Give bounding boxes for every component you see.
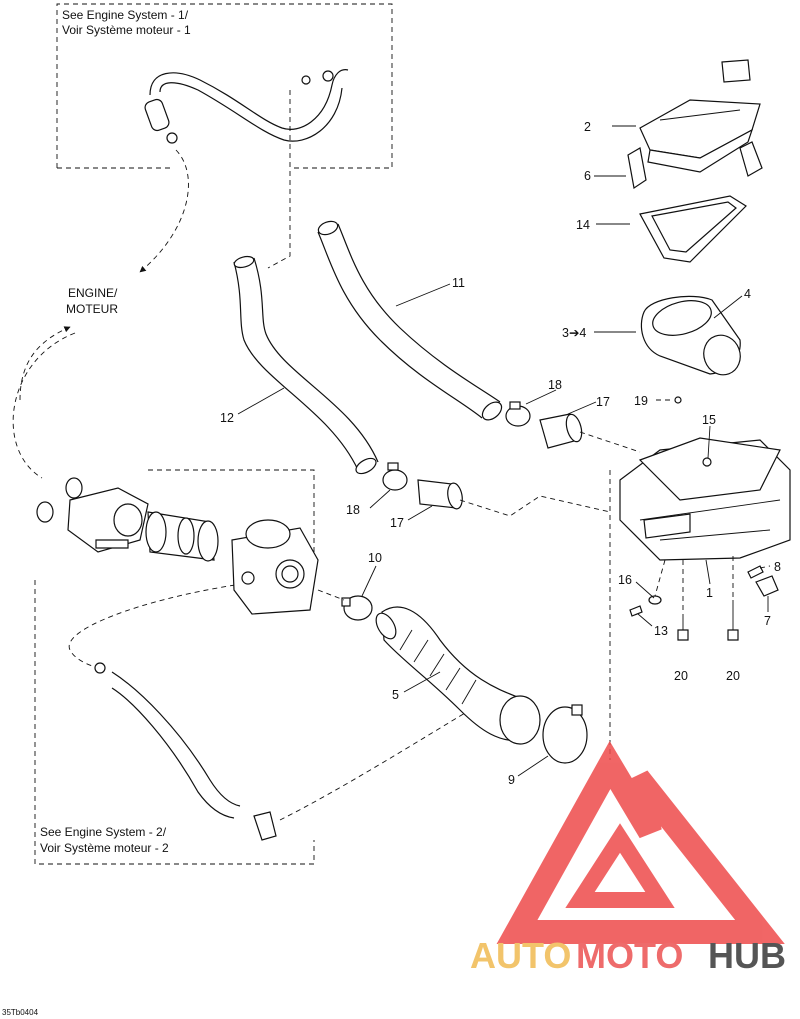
vent-line-to-engine	[139, 149, 189, 273]
callout-18-upper: 18	[548, 378, 562, 392]
airbox-cover-2	[639, 59, 761, 173]
engine-label-line1: ENGINE/	[68, 286, 118, 300]
leader-16	[635, 581, 655, 599]
coupler-line-upper	[579, 431, 641, 453]
watermark-brand-moto: MOTO	[576, 935, 683, 976]
drain-8	[747, 565, 764, 579]
lower-vent-dashed	[68, 584, 236, 669]
leader-15	[707, 425, 711, 459]
leader-17-lower	[407, 505, 433, 521]
leader-12	[237, 387, 285, 415]
upper-vent-hose	[144, 69, 349, 144]
callout-19: 19	[634, 394, 648, 408]
coupler-17-upper	[539, 413, 583, 449]
leader-8	[759, 565, 771, 569]
watermark-logo	[496, 740, 785, 944]
intake-duct-5	[375, 606, 541, 745]
callout-17-lower: 17	[390, 516, 404, 530]
engine-system-1-label-line2: Voir Système moteur - 1	[62, 23, 191, 37]
airbox-1	[619, 437, 791, 561]
callout-14: 14	[576, 218, 590, 232]
clip-6	[627, 141, 763, 190]
callout-11: 11	[452, 276, 465, 290]
screw-13	[629, 605, 643, 617]
bolt-20-right	[727, 600, 739, 641]
callout-20-left: 20	[674, 669, 688, 683]
engine-system-2-box	[34, 580, 315, 865]
engine-system-2-label-line1: See Engine System - 2/	[40, 825, 167, 839]
engine-loop-arrow	[19, 326, 71, 401]
plug-7	[755, 575, 779, 597]
leader-13	[637, 613, 653, 627]
leader-17-upper	[567, 401, 597, 415]
callout-20-right: 20	[726, 669, 740, 683]
diagram-code: 35Tb0404	[2, 1008, 39, 1017]
hose-11	[317, 220, 503, 421]
clamp-9	[542, 704, 588, 764]
intake-adapter	[67, 487, 149, 553]
washer-16	[648, 595, 662, 605]
clamp-18-upper	[505, 401, 531, 427]
screw-19	[674, 396, 682, 404]
airbox-dash-16	[654, 559, 666, 597]
watermark-triangle-outer	[496, 740, 785, 944]
callout-2: 2	[584, 120, 591, 134]
leader-18-upper	[525, 389, 557, 405]
callout-10: 10	[368, 551, 382, 565]
callout-12: 12	[220, 411, 234, 425]
clamp-18-lower	[382, 462, 408, 491]
leader-4	[713, 295, 743, 319]
coupler-line-lower	[459, 495, 611, 517]
vent-line-from-box-1	[267, 90, 291, 269]
callout-15: 15	[702, 413, 716, 427]
bolt-20-left	[677, 615, 689, 641]
callout-6: 6	[584, 169, 591, 183]
carburetor	[231, 519, 319, 615]
callout-17-upper: 17	[596, 395, 610, 409]
callout-3to4: 3➔4	[562, 326, 586, 340]
callout-8: 8	[774, 560, 781, 574]
engine-system-2-box-top	[148, 469, 315, 560]
carb-dash	[317, 589, 345, 601]
lower-vent-hose	[94, 662, 277, 841]
watermark-triangle-inner	[565, 823, 675, 908]
leader-10	[361, 565, 377, 597]
watermark-brand-hub: HUB	[708, 935, 786, 976]
engine-system-1-box	[56, 3, 393, 169]
seal-14	[639, 195, 747, 263]
hose-12	[233, 255, 379, 475]
watermark-brand-auto: AUTO	[470, 935, 571, 976]
leader-11	[395, 283, 451, 307]
engine-system-2-label-line2: Voir Système moteur - 2	[40, 841, 169, 855]
callout-16: 16	[618, 573, 632, 587]
clamp-10	[341, 595, 373, 621]
callout-9: 9	[508, 773, 515, 787]
air-filter-4	[640, 295, 741, 376]
o-rings	[36, 477, 83, 523]
callout-5: 5	[392, 688, 399, 702]
callout-4: 4	[744, 287, 751, 301]
lower-vent-return	[279, 709, 471, 821]
callout-18-lower: 18	[346, 503, 360, 517]
leader-5	[403, 671, 441, 693]
leader-18-lower	[369, 489, 391, 509]
intake-boot	[145, 511, 219, 562]
callout-7: 7	[764, 614, 771, 628]
leader-9	[517, 755, 549, 777]
engine-system-1-label-line1: See Engine System - 1/	[62, 8, 189, 22]
engine-loop-line	[12, 332, 76, 479]
callout-1: 1	[706, 586, 713, 600]
leader-1	[705, 559, 711, 585]
coupler-17-lower	[417, 479, 463, 510]
engine-label-line2: MOTEUR	[66, 302, 118, 316]
callout-13: 13	[654, 624, 668, 638]
